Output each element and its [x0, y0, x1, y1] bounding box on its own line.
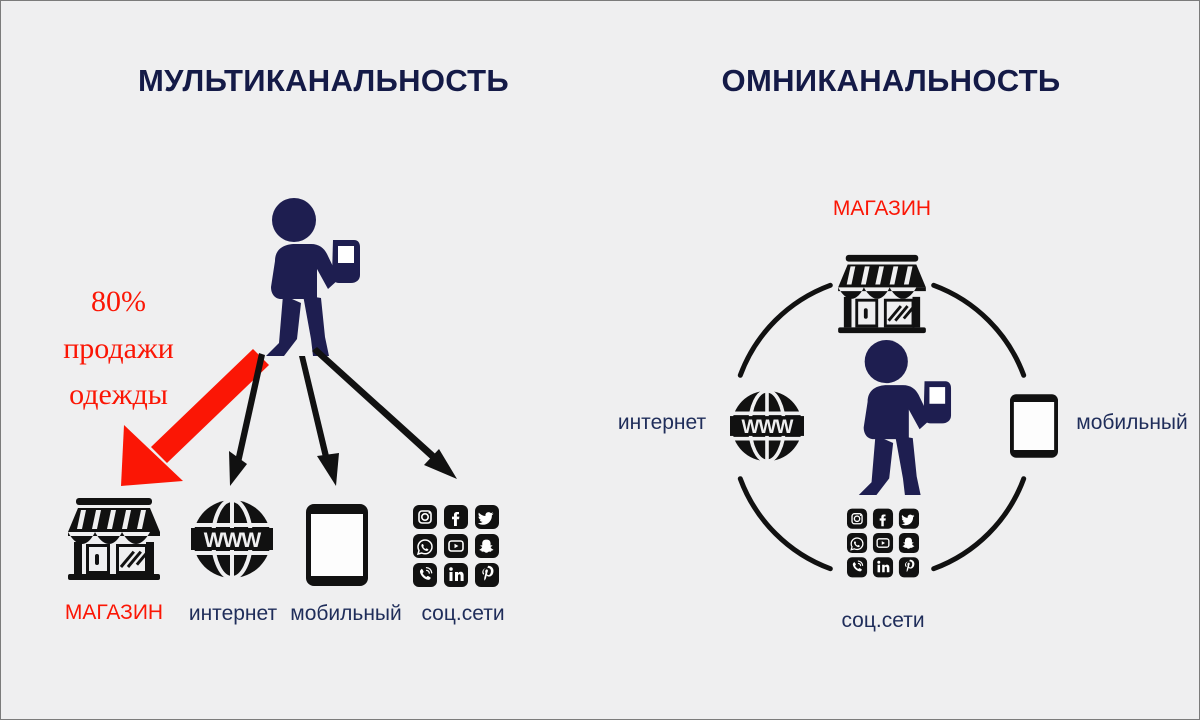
smartphone-icon — [1010, 394, 1058, 458]
left-arrows-group — [121, 347, 457, 486]
social-grid-icon — [847, 508, 919, 578]
left-channel-internet[interactable]: WWW — [191, 498, 273, 580]
left-label-mobile: мобильный — [290, 602, 402, 625]
left-label-store: МАГАЗИН — [64, 601, 164, 624]
callout-percent: 80% — [91, 285, 146, 318]
person-with-phone-icon — [858, 339, 952, 496]
arc-internet-to-store — [737, 282, 833, 378]
instagram-icon — [413, 505, 437, 529]
whatsapp-icon — [847, 532, 868, 554]
viber-icon — [847, 557, 868, 578]
right-channel-social[interactable] — [847, 508, 919, 578]
phone-in-hand-icon — [923, 381, 952, 424]
youtube-icon — [872, 532, 894, 554]
pinterest-icon — [898, 557, 919, 578]
right-channel-internet[interactable]: WWW — [730, 389, 804, 463]
right-channel-store[interactable] — [834, 253, 930, 335]
arc-social-to-internet — [737, 476, 833, 572]
sales-callout: 80% продажи одежды — [26, 279, 211, 419]
whatsapp-icon — [413, 534, 437, 558]
arrow-to-internet — [229, 353, 265, 486]
left-person-with-phone — [253, 197, 363, 357]
callout-line-2: продажи — [63, 331, 174, 365]
social-grid-icon — [413, 505, 499, 587]
viber-icon — [413, 563, 437, 587]
multichannel-title: МУЛЬТИКАНАЛЬНОСТЬ — [138, 63, 509, 98]
left-label-social: соц.сети — [421, 602, 505, 625]
left-channel-mobile[interactable] — [306, 504, 368, 586]
globe-www-icon: WWW — [191, 498, 273, 580]
linkedin-icon — [872, 557, 894, 578]
right-label-mobile: мобильный — [1076, 411, 1188, 434]
omnichannel-circle — [737, 282, 1027, 572]
twitter-icon — [475, 505, 499, 529]
pinterest-icon — [475, 563, 499, 587]
phone-in-hand-icon — [332, 240, 360, 283]
store-icon — [68, 498, 160, 580]
twitter-icon — [898, 508, 919, 529]
instagram-icon — [847, 508, 868, 529]
right-channel-mobile[interactable] — [1010, 389, 1058, 463]
smartphone-icon — [306, 504, 368, 586]
arrow-to-social — [312, 347, 457, 479]
omnichannel-title: ОМНИКАНАЛЬНОСТЬ — [721, 63, 1061, 98]
arrow-to-mobile — [299, 356, 339, 486]
snapchat-icon — [475, 534, 499, 558]
left-label-internet: интернет — [188, 602, 278, 625]
arc-store-to-mobile — [931, 282, 1027, 378]
youtube-icon — [444, 534, 468, 558]
facebook-icon — [444, 505, 468, 529]
arc-mobile-to-social — [931, 476, 1027, 572]
callout-line-3: одежды — [69, 378, 168, 411]
right-label-social: соц.сети — [841, 609, 925, 632]
store-icon — [838, 254, 926, 334]
right-label-internet: интернет — [617, 411, 707, 434]
person-with-phone-icon — [266, 198, 360, 356]
snapchat-icon — [898, 532, 919, 554]
arrow-to-store — [121, 349, 269, 486]
linkedin-icon — [444, 563, 468, 587]
svg-text:WWW: WWW — [742, 417, 794, 438]
left-channel-social[interactable] — [413, 505, 499, 587]
svg-text:WWW: WWW — [204, 529, 262, 552]
facebook-icon — [872, 508, 894, 529]
right-person-with-phone — [846, 339, 954, 496]
left-channel-store[interactable] — [64, 496, 164, 582]
globe-www-icon: WWW — [730, 389, 804, 463]
right-label-store: МАГАЗИН — [832, 197, 932, 220]
